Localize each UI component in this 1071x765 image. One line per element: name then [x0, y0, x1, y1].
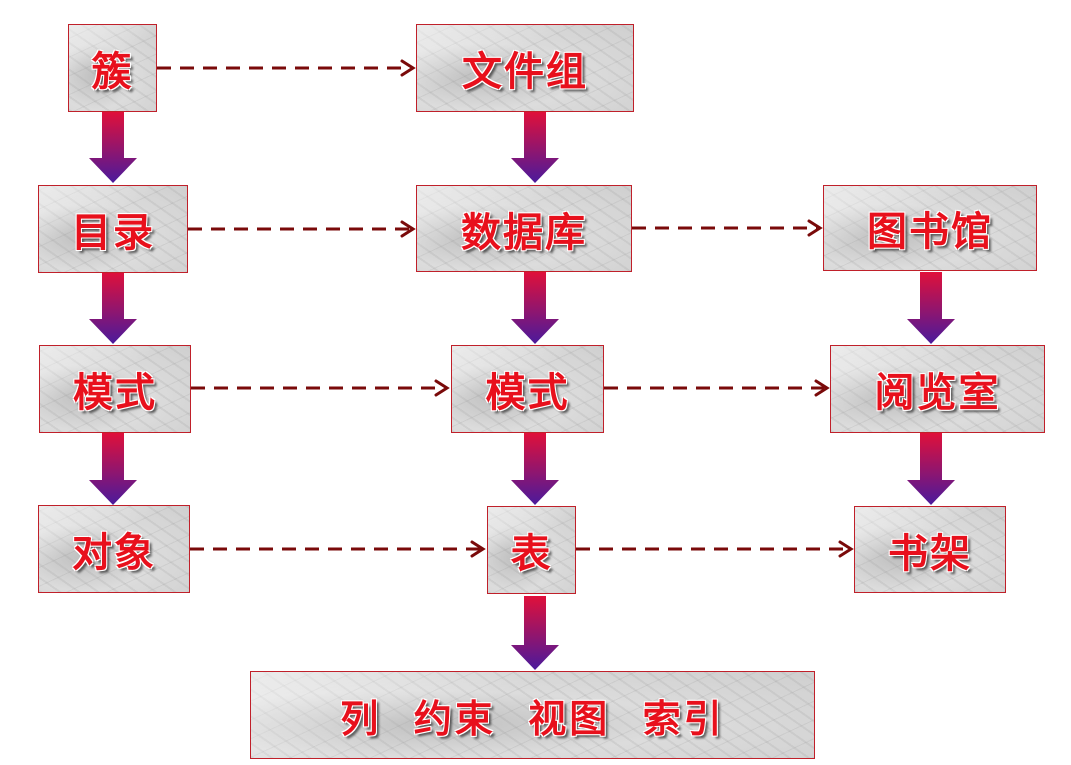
- node-moshi-mid: 模式: [451, 345, 604, 433]
- arrowhead-7: [838, 540, 854, 558]
- node-tushuguan: 图书馆: [823, 185, 1037, 271]
- node-moshi-left: 模式: [39, 345, 191, 433]
- arrowhead-6: [470, 540, 486, 558]
- node-shujuku: 数据库: [416, 185, 632, 272]
- node-biao: 表: [487, 506, 576, 594]
- node-bottom-label: 列 约束 视图 索引: [340, 696, 725, 741]
- node-yuelanshi-label: 阅览室: [874, 370, 1001, 416]
- node-wenjianzu-label: 文件组: [462, 49, 588, 95]
- node-shujuku-label: 数据库: [461, 209, 587, 256]
- node-wenjianzu: 文件组: [416, 24, 634, 112]
- down-arrow-tushuguan-yuelanshi: [907, 272, 955, 344]
- vertical-arrows: [89, 112, 955, 670]
- node-bottom: 列 约束 视图 索引: [250, 671, 815, 759]
- down-arrow-yuelanshi-shujia: [907, 433, 955, 505]
- down-arrow-cu-mulu: [89, 112, 137, 183]
- dashed-arrows: [157, 66, 848, 551]
- node-duixiang-label: 对象: [72, 530, 156, 576]
- arrowhead-1: [400, 59, 416, 77]
- node-mulu: 目录: [38, 185, 188, 273]
- down-arrow-wenjianzu-shujuku: [511, 112, 559, 183]
- node-cu: 簇: [68, 24, 157, 112]
- node-biao-label: 表: [510, 531, 553, 577]
- node-cu-label: 簇: [91, 49, 134, 95]
- arrowhead-4: [434, 379, 450, 397]
- down-arrow-biao-bottom: [511, 596, 559, 670]
- node-shujia: 书架: [854, 506, 1006, 593]
- arrowhead-3: [807, 219, 823, 237]
- down-arrow-moshi-duixiang: [89, 433, 137, 505]
- down-arrow-shujuku-moshi: [511, 272, 559, 344]
- node-duixiang: 对象: [38, 505, 190, 593]
- dashed-arrowheads: [400, 59, 854, 558]
- node-yuelanshi: 阅览室: [830, 345, 1045, 433]
- down-arrow-moshi-biao: [511, 433, 559, 505]
- node-moshi-mid-label: 模式: [485, 370, 570, 416]
- node-moshi-left-label: 模式: [73, 370, 157, 416]
- node-shujia-label: 书架: [888, 530, 972, 577]
- down-arrow-mulu-moshi: [89, 272, 137, 344]
- node-tushuguan-label: 图书馆: [867, 209, 993, 255]
- arrowhead-2: [400, 220, 416, 238]
- arrowhead-5: [814, 379, 830, 397]
- node-mulu-label: 目录: [71, 210, 155, 256]
